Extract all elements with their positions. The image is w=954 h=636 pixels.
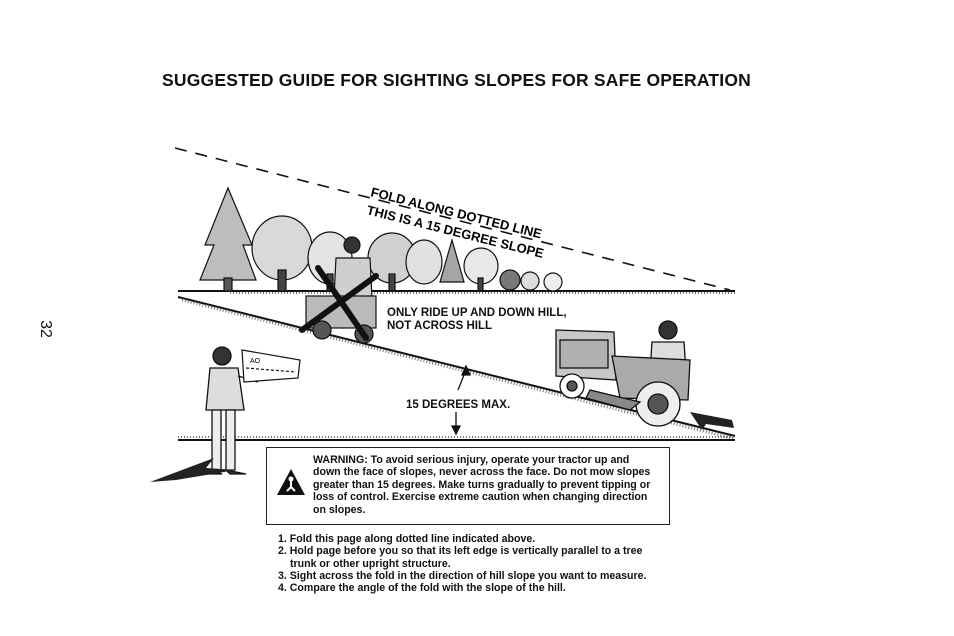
step-2-continued: trunk or other upright structure. xyxy=(290,557,451,570)
tractor-up-down xyxy=(555,320,691,427)
fold-dotted-line xyxy=(174,147,731,291)
instruction-steps: 1. Fold this page along dotted line indi… xyxy=(278,533,646,594)
person-sighting xyxy=(199,346,259,475)
gauge-text: AO xyxy=(250,358,261,365)
prohibited-x-icon xyxy=(299,265,379,341)
ride-instruction: ONLY RIDE UP AND DOWN HILL, NOT ACROSS H… xyxy=(387,307,567,333)
max-angle-label: 15 DEGREES MAX. xyxy=(406,399,511,411)
ride-instruction-line2: NOT ACROSS HILL xyxy=(387,320,492,332)
folded-page-gauge xyxy=(241,349,301,383)
ride-instruction-line1: ONLY RIDE UP AND DOWN HILL, xyxy=(387,307,567,319)
step-1: 1. Fold this page along dotted line indi… xyxy=(278,533,536,545)
warning-triangle-icon xyxy=(277,469,305,495)
step-4: 4. Compare the angle of the fold with th… xyxy=(278,582,566,595)
direction-arrow xyxy=(690,412,734,430)
page-title: SUGGESTED GUIDE FOR SIGHTING SLOPES FOR … xyxy=(162,70,752,90)
angle-indicator xyxy=(450,364,472,436)
ground-shadow-arrow xyxy=(150,458,236,482)
step-2: 2. Hold page before you so that its left… xyxy=(278,545,643,558)
warning-box: WARNING: To avoid serious injury, operat… xyxy=(266,447,670,525)
warning-text: WARNING: To avoid serious injury, operat… xyxy=(313,454,651,516)
step-3: 3. Sight across the fold in the directio… xyxy=(278,569,647,582)
